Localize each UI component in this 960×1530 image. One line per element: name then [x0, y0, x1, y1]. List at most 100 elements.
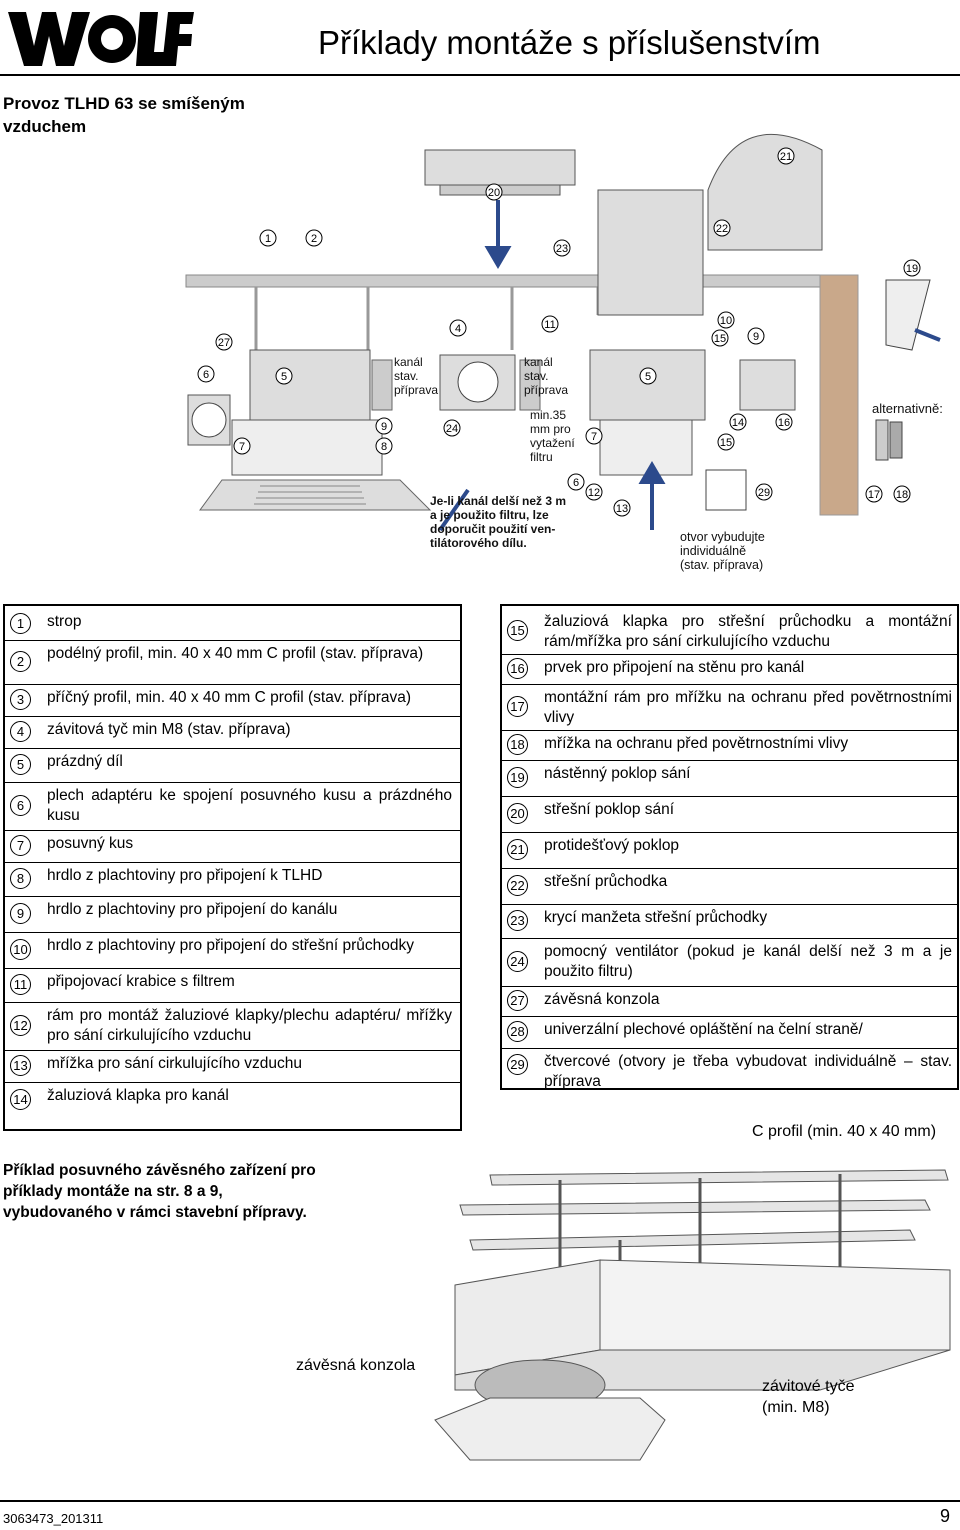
svg-text:20: 20	[488, 187, 500, 199]
label-c-profil: C profil (min. 40 x 40 mm)	[752, 1123, 937, 1140]
legend-number: 22	[507, 875, 528, 896]
legend-text: nástěnný poklop sání	[544, 765, 691, 782]
page-number: 9	[940, 1506, 951, 1526]
label-zavitove-tyce: závitové tyče (min. M8)	[762, 1378, 855, 1416]
legend-number: 4	[10, 721, 31, 742]
svg-text:19: 19	[906, 263, 918, 275]
legend-divider	[502, 1016, 957, 1017]
legend-text: závitová tyč min M8 (stav. příprava)	[47, 721, 291, 738]
legend-text: střešní průchodka	[544, 873, 668, 890]
legend-number: 14	[10, 1089, 31, 1110]
svg-text:14: 14	[732, 417, 744, 429]
legend-text: plech adaptéru ke spojení posuvného kusu…	[47, 787, 452, 824]
legend-number: 12	[10, 1015, 31, 1036]
svg-text:11: 11	[544, 319, 555, 331]
label-zavesna-konzola: závěsná konzola	[296, 1357, 416, 1374]
svg-text:8: 8	[381, 441, 387, 453]
legend-number: 21	[507, 839, 528, 860]
legend-text: podélný profil, min. 40 x 40 mm C profil…	[47, 645, 424, 662]
legend-text: hrdlo z plachtoviny pro připojení do stř…	[47, 937, 415, 954]
legend-text: žaluziová klapka pro kanál	[47, 1087, 229, 1104]
suspension-illustration: C profil (min. 40 x 40 mm) závěsná konzo…	[0, 1123, 960, 1495]
svg-text:13: 13	[616, 503, 628, 515]
legend-number: 9	[10, 903, 31, 924]
legend-divider	[502, 1048, 957, 1049]
legend-number: 28	[507, 1021, 528, 1042]
suspension-illustration-drawing	[434, 1169, 951, 1461]
header-divider	[0, 74, 960, 76]
svg-text:15: 15	[720, 437, 732, 449]
svg-text:23: 23	[556, 243, 568, 255]
legend-divider	[502, 986, 957, 987]
footer-divider	[0, 1500, 960, 1502]
legend-text: závěsná konzola	[544, 991, 660, 1008]
legend-divider	[5, 968, 460, 969]
legend-number: 5	[10, 754, 31, 775]
legend-text: připojovací krabice s filtrem	[47, 973, 235, 990]
svg-text:7: 7	[239, 441, 245, 453]
legend-divider	[502, 938, 957, 939]
legend-text: čtvercové (otvory je třeba vybudovat ind…	[544, 1053, 952, 1090]
legend-divider	[5, 932, 460, 933]
legend-number: 15	[507, 620, 528, 641]
svg-text:18: 18	[896, 489, 908, 501]
legend-text: krycí manžeta střešní průchodky	[544, 909, 768, 926]
legend-divider	[5, 830, 460, 831]
svg-text:24: 24	[446, 423, 458, 435]
legend-number: 6	[10, 795, 31, 816]
svg-text:7: 7	[591, 431, 597, 443]
legend-right: 15 žaluziová klapka pro střešní průchodku…	[500, 604, 959, 1090]
svg-text:22: 22	[716, 223, 728, 235]
legend-divider	[5, 1082, 460, 1083]
legend-number: 11	[10, 974, 31, 995]
svg-text:1: 1	[265, 233, 271, 245]
legend-text: žaluziová klapka pro střešní průchodku a…	[544, 613, 952, 650]
svg-text:27: 27	[218, 337, 230, 349]
legend-text: pomocný ventilátor (pokud je kanál delší…	[544, 943, 952, 980]
legend-divider	[502, 796, 957, 797]
legend-divider	[502, 730, 957, 731]
installation-diagram-drawing: 1 2 4 5 5 6 6 7 7 8 9 9 10 11 12 13 14 1…	[185, 134, 941, 532]
legend-text: rám pro montáž žaluziové klapky/plechu a…	[47, 1007, 452, 1044]
legend-number: 2	[10, 651, 31, 672]
legend-number: 19	[507, 767, 528, 788]
note-fan: Je-li kanál delší než 3 m a je použito f…	[430, 494, 567, 550]
svg-text:4: 4	[455, 323, 461, 335]
svg-text:16: 16	[778, 417, 790, 429]
legend-divider	[5, 862, 460, 863]
legend-number: 23	[507, 910, 528, 931]
svg-text:29: 29	[758, 487, 770, 499]
legend-text: hrdlo z plachtoviny pro připojení do kan…	[47, 901, 338, 918]
doc-number: 3063473_201311	[3, 1511, 104, 1526]
svg-text:2: 2	[311, 233, 317, 245]
label-kanal-2: kanál stav. příprava	[524, 355, 569, 397]
svg-text:21: 21	[780, 151, 792, 163]
svg-text:5: 5	[281, 371, 287, 383]
legend-number: 18	[507, 734, 528, 755]
svg-text:6: 6	[203, 369, 209, 381]
svg-text:5: 5	[645, 371, 651, 383]
legend-text: posuvný kus	[47, 835, 134, 852]
second-caption: Příklad posuvného závěsného zařízení pro…	[3, 1162, 316, 1221]
legend-text: mřížka na ochranu před povětrnostními vl…	[544, 735, 849, 752]
legend-text: univerzální plechové opláštění na čelní …	[544, 1021, 863, 1038]
label-min35: min.35 mm pro vytažení filtru	[530, 408, 575, 464]
svg-text:9: 9	[753, 331, 759, 343]
legend-text: mřížka pro sání cirkulujícího vzduchu	[47, 1055, 302, 1072]
legend-number: 10	[10, 939, 31, 960]
legend-number: 20	[507, 803, 528, 824]
legend-number: 13	[10, 1055, 31, 1076]
svg-text:6: 6	[573, 477, 579, 489]
legend-divider	[5, 640, 460, 641]
label-kanal-1: kanál stav. příprava	[394, 355, 439, 397]
wolf-logo	[8, 12, 194, 66]
legend-number: 7	[10, 835, 31, 856]
legend-divider	[502, 904, 957, 905]
legend-number: 27	[507, 990, 528, 1011]
legend-number: 1	[10, 613, 31, 634]
legend-number: 3	[10, 689, 31, 710]
legend-text: prvek pro připojení na stěnu pro kanál	[544, 659, 805, 676]
legend-divider	[502, 654, 957, 655]
section-title: Provoz TLHD 63 se smíšeným vzduchem	[3, 94, 245, 136]
